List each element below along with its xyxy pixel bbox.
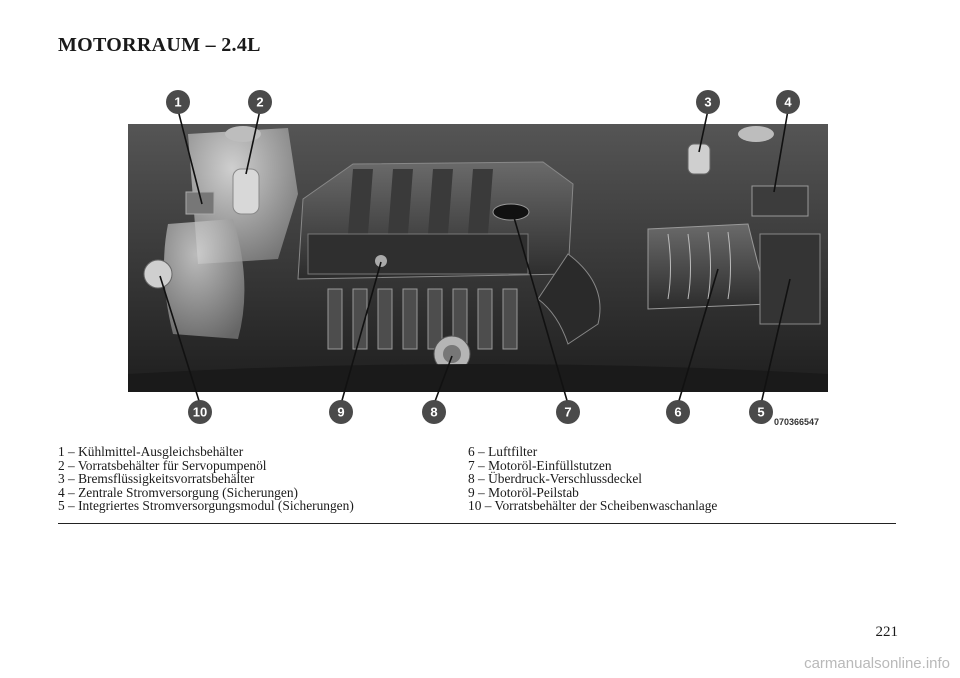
- legend-column-left: 1 – Kühlmittel-Ausgleichsbehälter 2 – Vo…: [58, 445, 354, 513]
- callout-4-label: 4: [784, 95, 792, 110]
- watermark: carmanualsonline.info: [804, 655, 950, 672]
- callouts-top: 1 2 3 4: [166, 90, 800, 114]
- legend-item-9: 9 – Motoröl-Peilstab: [468, 484, 579, 500]
- engine-bay-illustration: 1 2 3 4 10 9 8 7 6 5 070366547: [128, 90, 828, 427]
- callout-10: [188, 400, 212, 424]
- washer-reservoir: [164, 219, 245, 339]
- legend-item-2: 2 – Vorratsbehälter für Servopumpenöl: [58, 457, 267, 473]
- callout-7: [556, 400, 580, 424]
- legend-item-6: 6 – Luftfilter: [468, 444, 538, 459]
- air-intake-hose: [537, 253, 601, 345]
- callout-6: [666, 400, 690, 424]
- callout-2: [248, 90, 272, 114]
- legend-column-right: 6 – Luftfilter 7 – Motoröl-Einfüllstutze…: [468, 445, 717, 513]
- callout-3: [696, 90, 720, 114]
- coolant-cap: [185, 191, 215, 215]
- power-distribution-center: [751, 185, 809, 217]
- leader-lines: [159, 109, 791, 405]
- washer-cap: [143, 259, 173, 289]
- callout-7-label: 7: [564, 405, 571, 420]
- page-number: 221: [875, 624, 899, 640]
- callout-1: [166, 90, 190, 114]
- engine-cover-lower: [307, 233, 529, 275]
- callout-9: [329, 400, 353, 424]
- legend-item-3: 3 – Bremsflüssigkeitsvorratsbehälter: [58, 471, 255, 487]
- callout-3-label: 3: [704, 95, 711, 110]
- legend-item-10: 10 – Vorratsbehälter der Scheibenwaschan…: [468, 498, 718, 514]
- legend-item-7: 7 – Motoröl-Einfüllstutzen: [468, 457, 612, 473]
- legend-item-1: 1 – Kühlmittel-Ausgleichsbehälter: [58, 444, 244, 459]
- callout-8-label: 8: [430, 405, 437, 420]
- callout-5: [749, 400, 773, 424]
- front-bumper: [128, 364, 828, 392]
- brake-fluid-reservoir: [687, 143, 711, 175]
- oil-filler-cap: [492, 203, 530, 221]
- callout-4: [776, 90, 800, 114]
- callout-9-label: 9: [337, 405, 344, 420]
- dipstick-handle: [375, 255, 387, 267]
- engine-bay-figure: 1 2 3 4 10 9 8 7 6 5 070366547: [128, 84, 828, 432]
- strut-top-right: [738, 126, 774, 142]
- strut-top-left: [225, 126, 261, 142]
- figure-id-label: 070366547: [774, 417, 819, 427]
- legend-item-8: 8 – Überdruck-Verschlussdeckel: [468, 471, 643, 487]
- power-steering-reservoir: [232, 168, 260, 215]
- intake-manifold: [327, 288, 518, 350]
- callout-2-label: 2: [256, 95, 263, 110]
- legend-item-5: 5 – Integriertes Stromversorgungsmodul (…: [58, 498, 354, 514]
- callout-1-label: 1: [174, 95, 181, 110]
- callout-8: [422, 400, 446, 424]
- callout-6-label: 6: [674, 405, 681, 420]
- legend-item-4: 4 – Zentrale Stromversorgung (Sicherunge…: [58, 484, 298, 500]
- page-title: MOTORRAUM – 2.4L: [58, 34, 261, 56]
- legend-divider: [58, 523, 896, 524]
- callout-10-label: 10: [193, 405, 207, 420]
- callouts-bottom: 10 9 8 7 6 5: [188, 400, 773, 424]
- callout-5-label: 5: [757, 405, 764, 420]
